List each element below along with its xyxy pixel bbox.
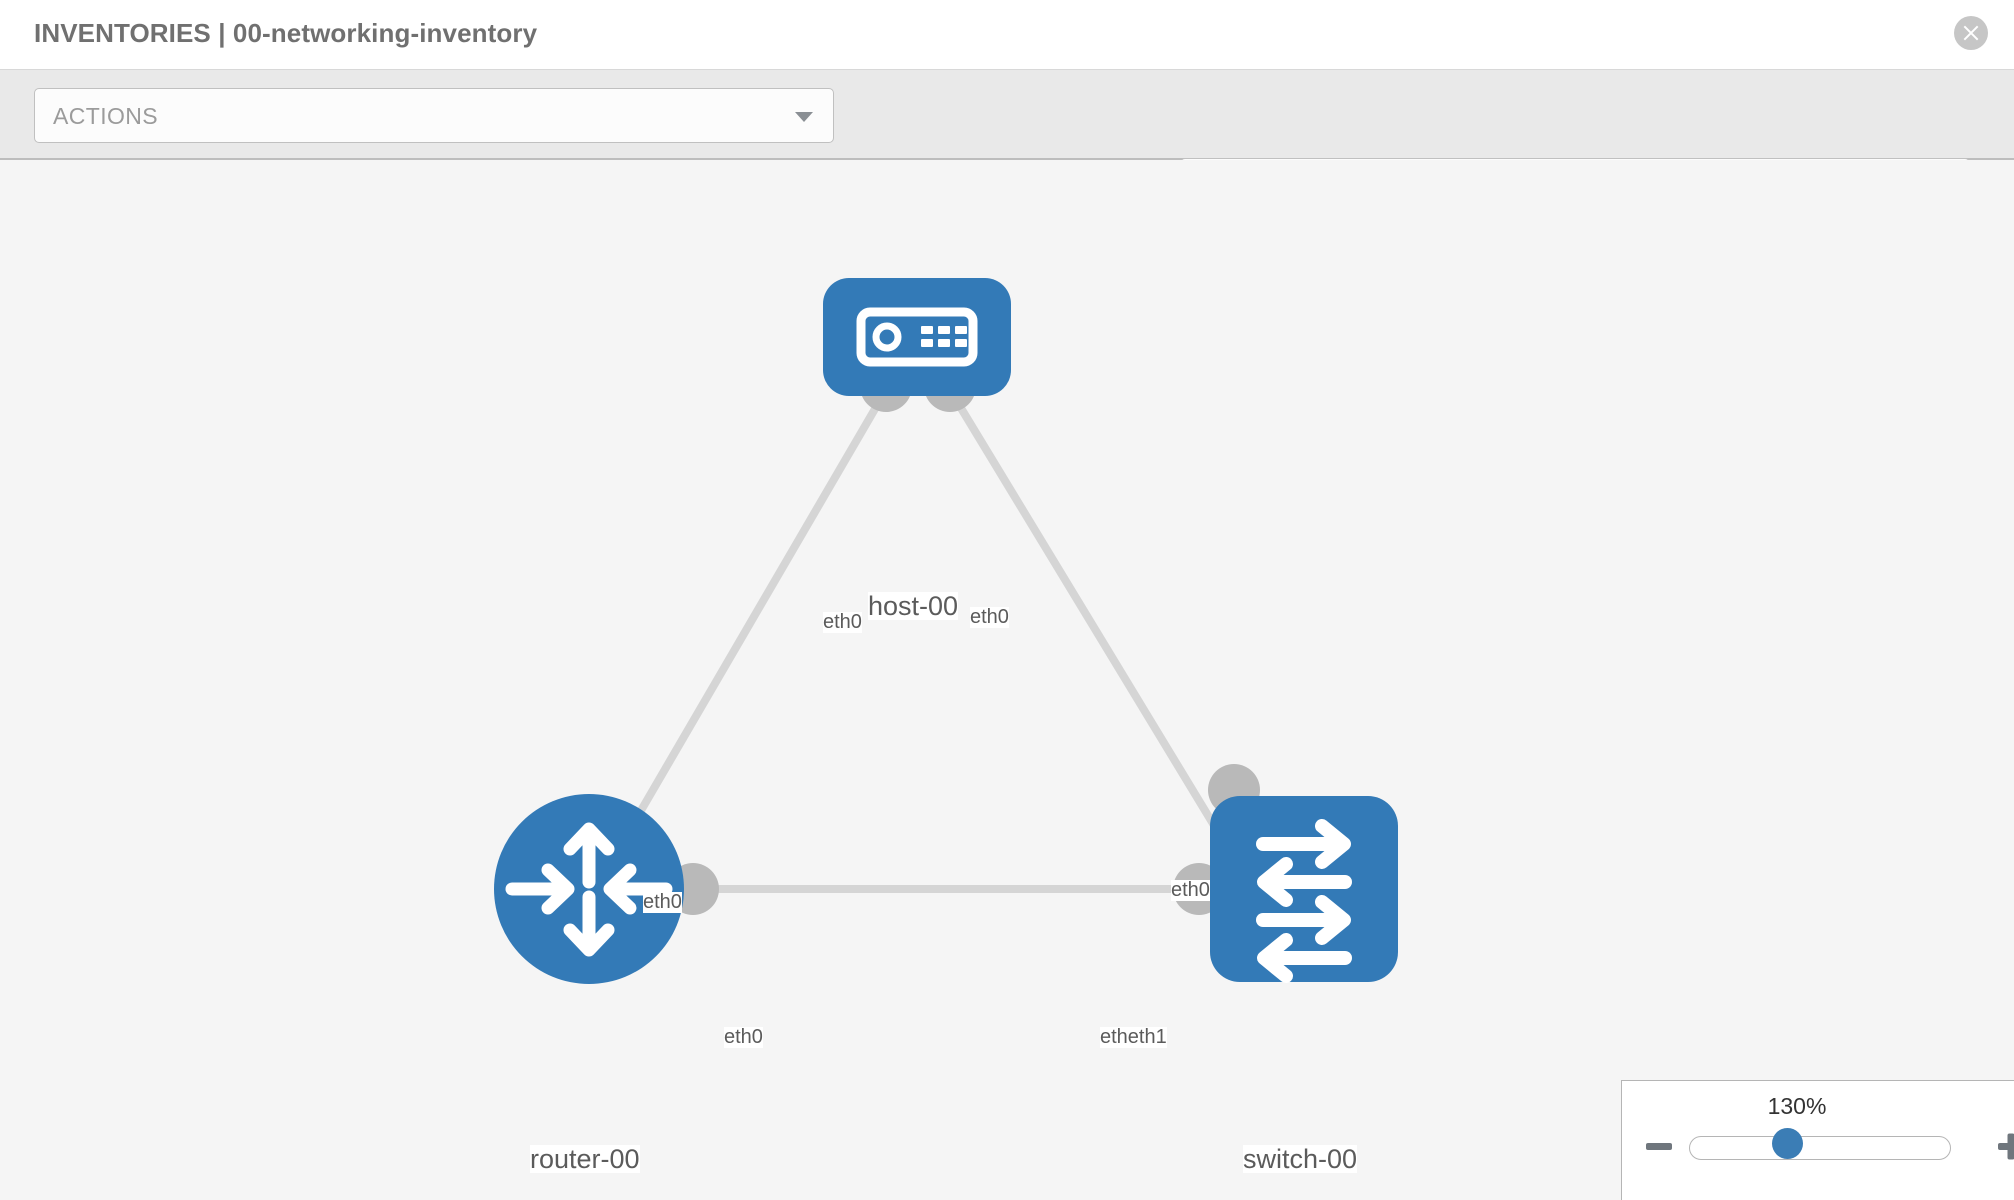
- node-host-00[interactable]: [823, 278, 1011, 396]
- interface-label-host-left: eth0: [823, 611, 862, 633]
- link-host-switch[interactable]: [946, 387, 1239, 863]
- close-icon[interactable]: [1954, 16, 1988, 50]
- chevron-down-icon: [795, 111, 813, 122]
- router-arrows-icon: [505, 822, 673, 957]
- actions-dropdown-label: ACTIONS: [53, 103, 159, 129]
- interface-label-router-right: eth0: [724, 1026, 763, 1048]
- node-router-00[interactable]: [494, 794, 684, 984]
- zoom-slider-handle[interactable]: [1772, 1128, 1803, 1159]
- link-router-host[interactable]: [600, 387, 890, 877]
- minus-icon[interactable]: [1642, 1129, 1676, 1163]
- topology-canvas[interactable]: eth0 host-00 eth0 eth0 eth0 eth0 etheth1…: [0, 160, 2014, 1200]
- topology-graph: [494, 278, 1398, 984]
- node-label-host-00: host-00: [868, 591, 959, 621]
- interface-label-host-right: eth0: [970, 606, 1009, 628]
- interface-label-router-up: eth0: [643, 891, 682, 913]
- node-label-switch-00: switch-00: [1243, 1144, 1358, 1174]
- switch-arrows-icon: [1256, 819, 1352, 983]
- node-label-router-00: router-00: [530, 1144, 640, 1174]
- interface-label-switch-left: etheth1: [1100, 1026, 1167, 1048]
- actions-dropdown[interactable]: ACTIONS: [34, 88, 834, 143]
- zoom-slider-track[interactable]: [1689, 1136, 1951, 1160]
- page-header: INVENTORIES | 00-networking-inventory: [0, 0, 2014, 70]
- node-switch-00[interactable]: [1210, 796, 1398, 983]
- plus-icon[interactable]: [1994, 1129, 2014, 1163]
- zoom-control-panel: 130%: [1621, 1080, 2014, 1200]
- toolbar: ACTIONS SEARCH: [0, 70, 2014, 213]
- page-title: INVENTORIES | 00-networking-inventory: [34, 18, 538, 48]
- server-device-icon: [856, 307, 978, 367]
- interface-label-switch-up: eth0: [1171, 879, 1210, 901]
- zoom-level-label: 130%: [1767, 1093, 1827, 1119]
